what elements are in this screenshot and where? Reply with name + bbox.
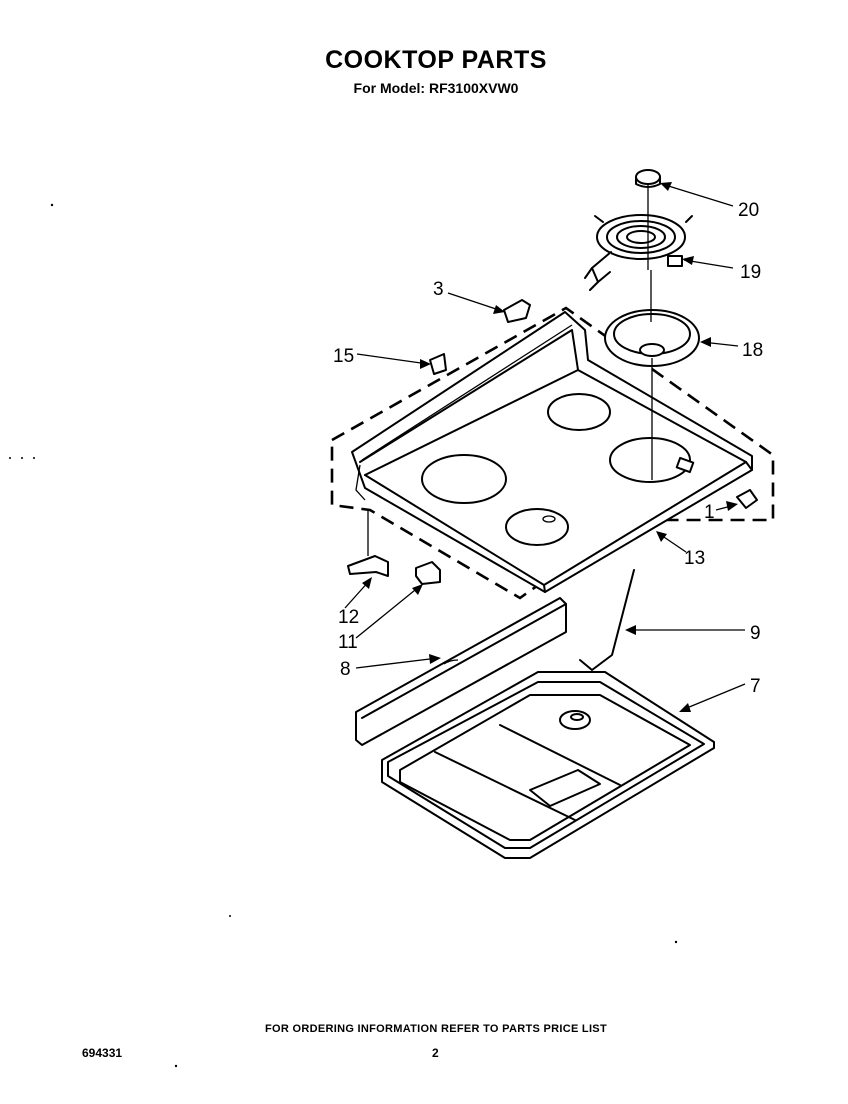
front-trim-strip (355, 597, 567, 746)
bracket-12 (347, 555, 389, 577)
burner-box-pan (381, 671, 715, 859)
burner-opening-small-rear (547, 393, 611, 431)
callout-7: 7 (750, 676, 761, 697)
callout-8: 8 (340, 659, 351, 680)
clip-1 (736, 489, 758, 509)
clip-15 (429, 353, 447, 375)
callout-20: 20 (738, 200, 759, 221)
support-rod (579, 569, 635, 671)
callout-9: 9 (750, 623, 761, 644)
callout-15: 15 (333, 346, 354, 367)
callout-1: 1 (704, 502, 715, 523)
scan-specks (9, 203, 678, 1068)
burner-cap-knob (635, 169, 661, 185)
callout-leaders (344, 182, 746, 712)
drip-bowl (604, 309, 700, 367)
clip-11 (415, 561, 441, 585)
callout-13: 13 (684, 548, 705, 569)
page-number: 2 (432, 1046, 439, 1060)
surface-burner-element (584, 214, 693, 291)
callout-19: 19 (740, 262, 761, 283)
callout-12: 12 (338, 607, 359, 628)
page-title: COOKTOP PARTS (325, 46, 547, 74)
callout-18: 18 (742, 340, 763, 361)
callout-3: 3 (433, 279, 444, 300)
burner-opening-large-front-left (421, 454, 507, 504)
cooktop-main-top (351, 311, 753, 593)
callout-11: 11 (338, 632, 358, 653)
model-subtitle: For Model: RF3100XVW0 (353, 80, 519, 96)
alignment-line (647, 185, 653, 480)
document-number: 694331 (82, 1046, 123, 1060)
burner-opening-small-front (505, 508, 569, 546)
ordering-info-note: FOR ORDERING INFORMATION REFER TO PARTS … (265, 1023, 607, 1035)
burner-opening-large-right (609, 437, 691, 483)
bracket-clip-3 (503, 299, 531, 323)
